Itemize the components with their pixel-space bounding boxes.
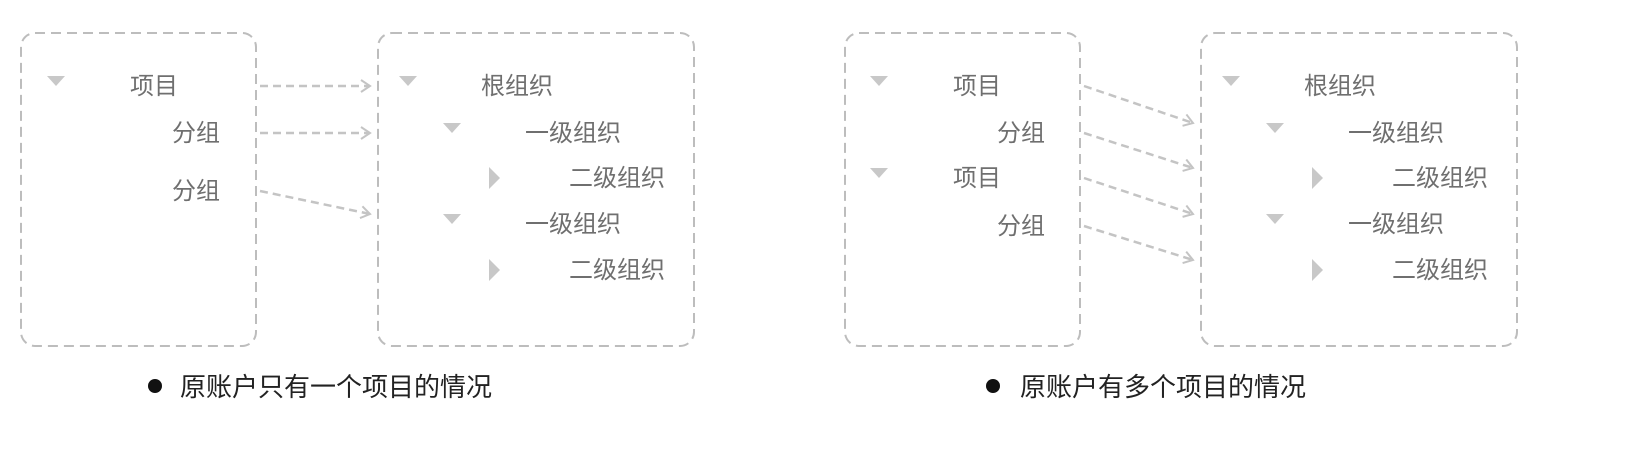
- right-source-item-3: 分组: [997, 212, 1045, 240]
- caret-right-icon: [489, 259, 500, 281]
- caret-down-icon: [1266, 123, 1284, 133]
- left-caption-bullet: [148, 379, 162, 393]
- right-target-item-1: 一级组织: [1348, 119, 1444, 147]
- right-mapping-arrow-3: [1083, 224, 1195, 265]
- right-mapping-arrow-0: [1083, 84, 1195, 127]
- left-source-item-1: 分组: [172, 119, 220, 147]
- left-target-item-3: 一级组织: [525, 210, 621, 238]
- right-target-frame: [1200, 32, 1518, 347]
- caret-down-icon: [870, 168, 888, 178]
- right-source-item-0: 项目: [953, 72, 1001, 100]
- caret-down-icon: [1222, 76, 1240, 86]
- right-source-item-2: 项目: [953, 164, 1001, 192]
- caret-down-icon: [399, 76, 417, 86]
- left-source-item-2: 分组: [172, 177, 220, 205]
- right-target-item-2: 二级组织: [1392, 164, 1488, 192]
- right-target-item-4: 二级组织: [1392, 256, 1488, 284]
- caret-down-icon: [443, 123, 461, 133]
- left-mapping-arrow-2: [259, 189, 372, 219]
- left-target-item-2: 二级组织: [569, 164, 665, 192]
- left-target-item-4: 二级组织: [569, 256, 665, 284]
- left-target-frame: [377, 32, 695, 347]
- left-source-item-0: 项目: [130, 72, 178, 100]
- left-target-item-0: 根组织: [481, 72, 553, 100]
- right-target-item-3: 一级组织: [1348, 210, 1444, 238]
- caret-right-icon: [1312, 167, 1323, 189]
- right-source-item-1: 分组: [997, 119, 1045, 147]
- caret-down-icon: [870, 76, 888, 86]
- right-source-frame: [844, 32, 1081, 347]
- caret-down-icon: [47, 76, 65, 86]
- caret-right-icon: [489, 167, 500, 189]
- caret-down-icon: [1266, 214, 1284, 224]
- caret-right-icon: [1312, 259, 1323, 281]
- right-caption: 原账户有多个项目的情况: [1020, 373, 1306, 403]
- left-target-item-1: 一级组织: [525, 119, 621, 147]
- left-source-frame: [20, 32, 257, 347]
- right-mapping-arrow-1: [1083, 131, 1195, 172]
- right-target-item-0: 根组织: [1304, 72, 1376, 100]
- left-caption: 原账户只有一个项目的情况: [180, 373, 492, 403]
- right-mapping-arrow-2: [1083, 176, 1195, 218]
- right-caption-bullet: [986, 379, 1000, 393]
- caret-down-icon: [443, 214, 461, 224]
